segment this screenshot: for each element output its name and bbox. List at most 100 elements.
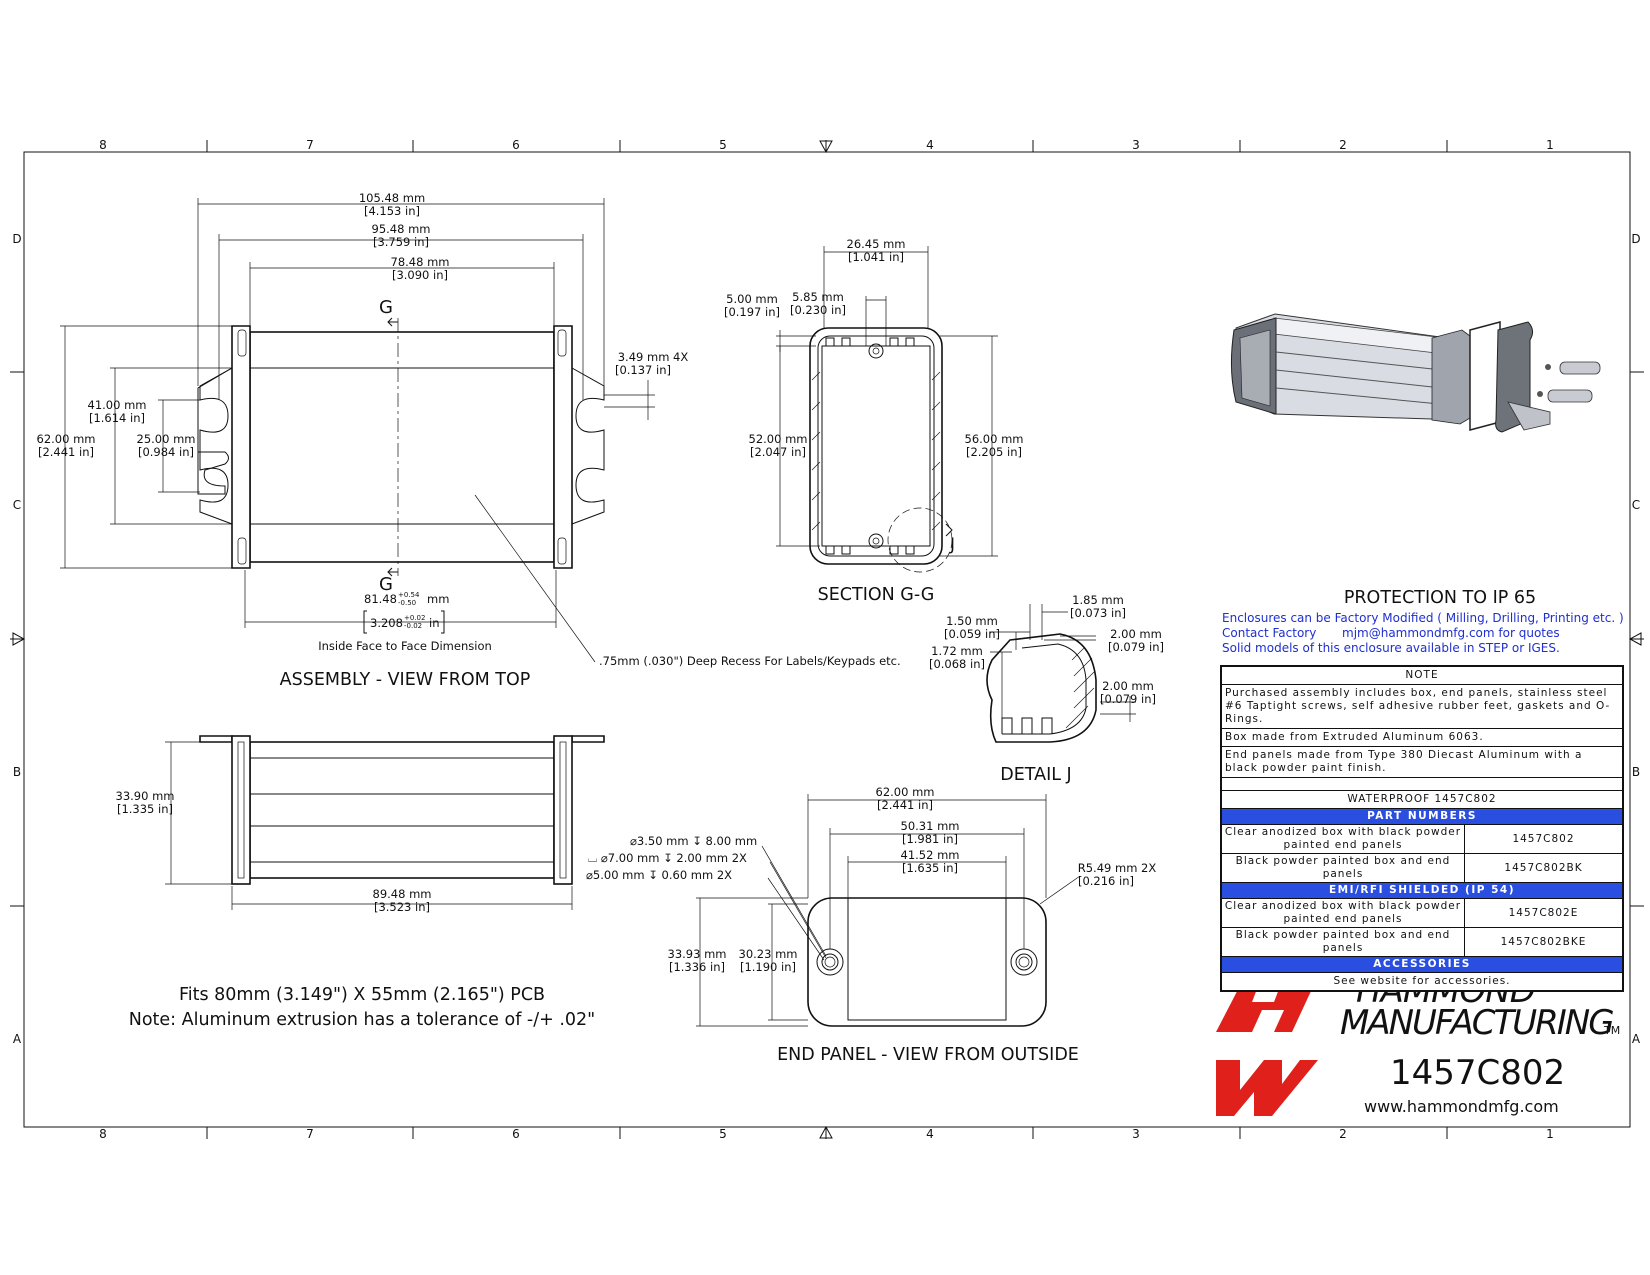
detail-j-marker: J (949, 535, 955, 555)
note-spacer (1222, 777, 1622, 790)
section-marker-g-top: G (379, 297, 393, 318)
detail-dim-150-in: [0.059 in] (944, 627, 1000, 641)
dim-inside-in-unit: in (429, 616, 439, 630)
sec-dim-56-in: [2.205 in] (966, 445, 1022, 459)
ep-dim-3023-mm: 30.23 mm (739, 947, 798, 961)
dim-25-mm: 25.00 mm (137, 432, 196, 446)
detail-dim-185-mm: 1.85 mm (1072, 593, 1124, 607)
end-panel-title: END PANEL - VIEW FROM OUTSIDE (777, 1045, 1079, 1065)
dim-inside-mm-unit: mm (427, 592, 449, 606)
row-label-d: D (12, 232, 21, 246)
tolerance-note: Note: Aluminum extrusion has a tolerance… (129, 1010, 596, 1030)
ep-dim-radius-in: [0.216 in] (1078, 874, 1134, 888)
waterproof-heading: WATERPROOF 1457C802 (1222, 790, 1622, 808)
sec-dim-5-mm: 5.00 mm (726, 292, 778, 306)
ep-dim-5031-mm: 50.31 mm (901, 819, 960, 833)
detail-dim-200b-in: [0.079 in] (1100, 692, 1156, 706)
part-number: 1457C802 (1512, 833, 1575, 845)
note-3: End panels made from Type 380 Diecast Al… (1222, 746, 1622, 777)
part-numbers-band: PART NUMBERS (1222, 808, 1622, 824)
ep-hole-spec-2: ⌴ ⌀7.00 mm ↧ 2.00 mm 2X (588, 851, 747, 865)
ep-dim-5031-in: [1.981 in] (902, 832, 958, 846)
ep-dim-62-mm: 62.00 mm (876, 785, 935, 799)
dim-105-in: [4.153 in] (364, 204, 420, 218)
col-label-2-bottom: 2 (1339, 1127, 1347, 1141)
contact-email-link[interactable]: mjm@hammondmfg.com for quotes (1342, 626, 1560, 640)
dim-slot-in: [0.137 in] (615, 363, 671, 377)
dim-inside-in-tol-dn: -0.02 (404, 622, 422, 630)
protection-rating: PROTECTION TO IP 65 (1344, 588, 1536, 608)
row-label-b: B (13, 765, 21, 779)
note-header: NOTE (1405, 669, 1439, 681)
dim-25-in: [0.984 in] (138, 445, 194, 459)
trademark-symbol: TM (1603, 1024, 1620, 1037)
accessories-note: See website for accessories. (1222, 972, 1622, 990)
ep-dim-radius-mm: R5.49 mm 2X (1078, 861, 1157, 875)
side-dim-length-in: [3.523 in] (374, 900, 430, 914)
website-link[interactable]: www.hammondmfg.com (1364, 1097, 1559, 1116)
ep-dim-3393-in: [1.336 in] (669, 960, 725, 974)
sec-dim-56-mm: 56.00 mm (965, 432, 1024, 446)
dim-95-in: [3.759 in] (373, 235, 429, 249)
dim-105-mm: 105.48 mm (359, 191, 425, 205)
brand-name-line2: MANUFACTURING (1340, 1003, 1613, 1043)
dim-62-mm: 62.00 mm (37, 432, 96, 446)
notes-table: NOTE Purchased assembly includes box, en… (1220, 665, 1624, 992)
recess-note: .75mm (.030") Deep Recess For Labels/Key… (599, 654, 901, 668)
ep-dim-3023-in: [1.190 in] (740, 960, 796, 974)
col-label-1-bottom: 1 (1546, 1127, 1554, 1141)
sec-dim-52-mm: 52.00 mm (749, 432, 808, 446)
assembly-top-view (60, 198, 655, 663)
part-number: 1457C802BK (1504, 862, 1583, 874)
col-label-8-bottom: 8 (99, 1127, 107, 1141)
sec-dim-52-in: [2.047 in] (750, 445, 806, 459)
col-label-4-bottom: 4 (926, 1127, 934, 1141)
detail-dim-150-mm: 1.50 mm (946, 614, 998, 628)
col-label-7-bottom: 7 (306, 1127, 314, 1141)
part-description: Clear anodized box with black powder pai… (1222, 899, 1465, 927)
dim-41-mm: 41.00 mm (88, 398, 147, 412)
part-description: Black powder painted box and end panels (1222, 928, 1465, 956)
col-label-6-bottom: 6 (512, 1127, 520, 1141)
dim-inside-mm-tol-up: +0.54 (398, 591, 420, 599)
note-1: Purchased assembly includes box, end pan… (1222, 684, 1622, 728)
col-label-8: 8 (99, 138, 107, 152)
sec-dim-width-mm: 26.45 mm (847, 237, 906, 251)
sec-dim-width-in: [1.041 in] (848, 250, 904, 264)
dim-inside-in-tol-up: +0.02 (404, 614, 425, 622)
accessories-band: ACCESSORIES (1222, 956, 1622, 972)
part-description: Black powder painted box and end panels (1222, 854, 1465, 882)
inside-face-label: Inside Face to Face Dimension (318, 639, 492, 653)
dim-41-in: [1.614 in] (89, 411, 145, 425)
col-label-5: 5 (719, 138, 727, 152)
end-panel-view (696, 794, 1081, 1027)
ep-dim-4152-mm: 41.52 mm (901, 848, 960, 862)
row-label-c: C (13, 498, 21, 512)
detail-dim-200a-in: [0.079 in] (1108, 640, 1164, 654)
row-label-c-right: C (1632, 498, 1640, 512)
col-label-1: 1 (1546, 138, 1554, 152)
part-description: Clear anodized box with black powder pai… (1222, 825, 1465, 853)
row-label-a: A (13, 1032, 22, 1046)
part-number: 1457C802E (1508, 907, 1579, 919)
detail-dim-200a-mm: 2.00 mm (1110, 627, 1162, 641)
dim-62-in: [2.441 in] (38, 445, 94, 459)
centering-marks (10, 140, 1644, 1139)
col-label-4: 4 (926, 138, 934, 152)
dim-inside-mm-tol-dn: -0.50 (398, 599, 416, 607)
part-row: Clear anodized box with black powder pai… (1222, 824, 1622, 853)
col-label-5-bottom: 5 (719, 1127, 727, 1141)
col-label-3: 3 (1132, 138, 1140, 152)
sec-dim-585-in: [0.230 in] (790, 303, 846, 317)
sec-dim-585-mm: 5.85 mm (792, 290, 844, 304)
section-gg-view (776, 246, 998, 573)
detail-j-view (986, 604, 1136, 743)
sec-dim-5-in: [0.197 in] (724, 305, 780, 319)
detail-dim-185-in: [0.073 in] (1070, 606, 1126, 620)
col-label-2: 2 (1339, 138, 1347, 152)
col-label-6: 6 (512, 138, 520, 152)
part-number: 1457C802BKE (1500, 936, 1587, 948)
side-view (165, 735, 605, 910)
contact-factory-label: Contact Factory (1222, 626, 1316, 640)
